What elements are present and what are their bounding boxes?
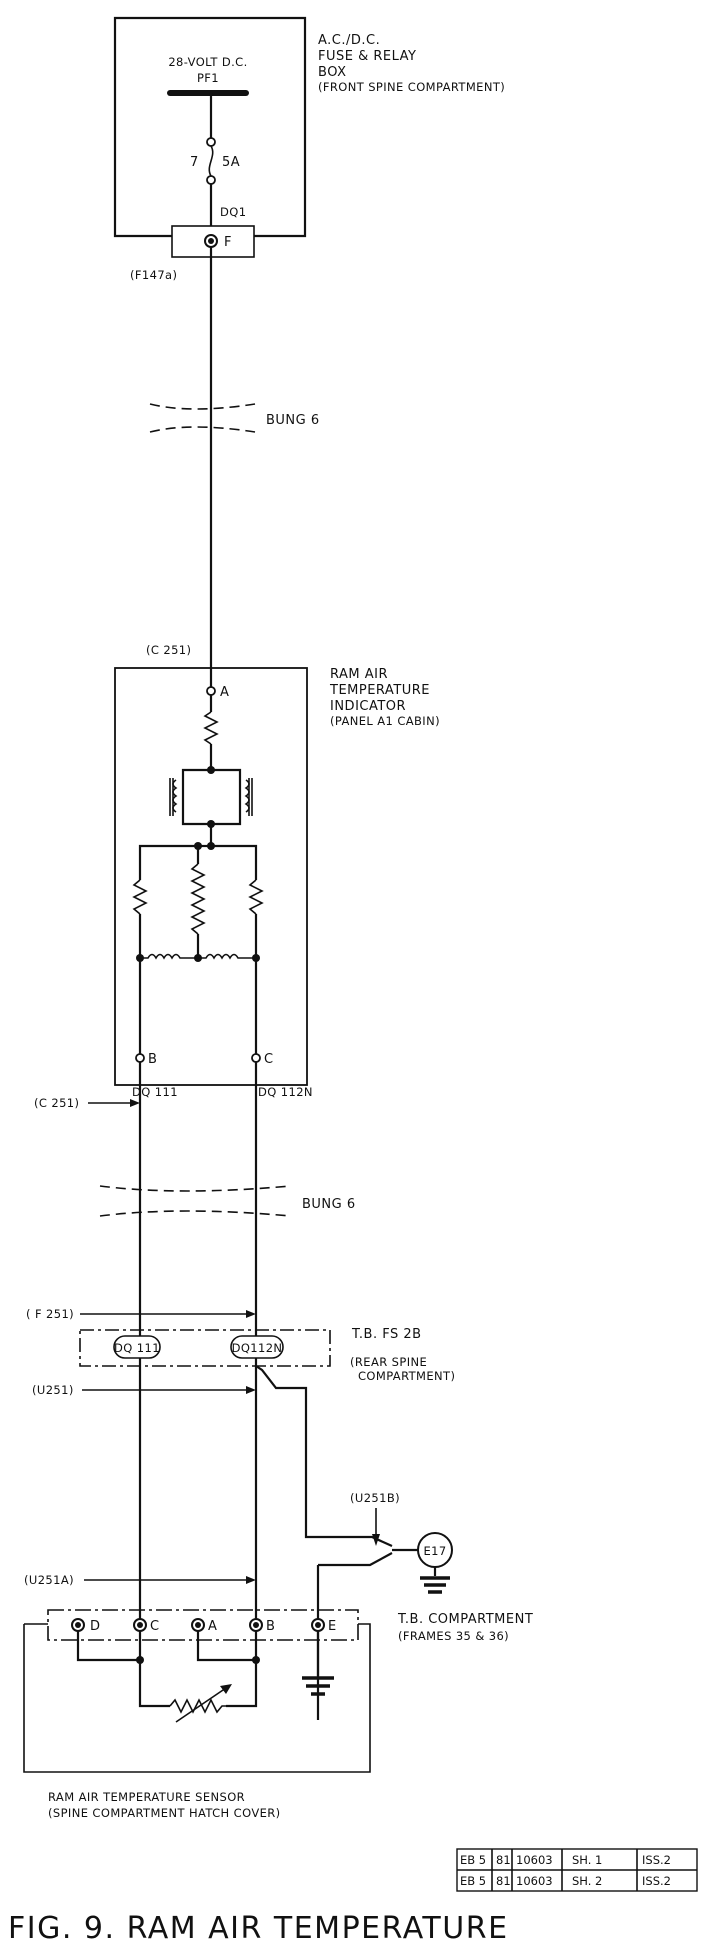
- fuse-symbol: [206, 137, 216, 185]
- indicator-title-1: RAM AIR: [330, 667, 388, 682]
- ref-r2-c5: ISS.2: [642, 1874, 671, 1888]
- sensing-element: [169, 1698, 226, 1714]
- fuse-box-title-1: A.C./D.C.: [318, 33, 380, 48]
- terminal-dq112n: [230, 1335, 284, 1359]
- u251-pointer: (U251): [32, 1383, 256, 1397]
- terminal-block-location-2: COMPARTMENT): [358, 1369, 455, 1383]
- reference-table: EB 5 81 10603 SH. 1 ISS.2 EB 5 81 10603 …: [456, 1848, 698, 1892]
- u251-label: (U251): [32, 1383, 74, 1397]
- wire-label-dq112n: DQ 112N: [258, 1085, 313, 1099]
- series-resistor: [203, 711, 219, 745]
- pin-a-label: A: [220, 685, 229, 700]
- indicator-location: (PANEL A1 CABIN): [330, 714, 440, 728]
- c251-lower-label: (C 251): [34, 1096, 79, 1110]
- fuse-rating: 5A: [222, 155, 240, 170]
- sensor-pin-e-label: E: [328, 1619, 336, 1634]
- pin-c-label: C: [264, 1052, 273, 1067]
- f251-label: ( F 251): [26, 1307, 74, 1321]
- busbar-label: PF1: [197, 71, 219, 85]
- u251b-label: (U251B): [350, 1491, 400, 1505]
- pin-f-label: F: [224, 235, 231, 250]
- pin-a: [206, 686, 216, 696]
- pin-c: [251, 1053, 261, 1063]
- ref-r1-c3: 10603: [516, 1853, 553, 1867]
- ratiometer-coils: [169, 768, 253, 826]
- wire-label-dq111: DQ 111: [132, 1085, 178, 1099]
- supply-label: 28-VOLT D.C.: [168, 55, 247, 69]
- ref-r1-c1: EB 5: [460, 1853, 486, 1867]
- sensor-pin-b-label: B: [266, 1619, 275, 1634]
- fuse-box-title-2: FUSE & RELAY: [318, 49, 416, 64]
- wire-label-dq1: DQ1: [220, 205, 246, 219]
- ram-air-temperature-sensor: D C A B E RAM AIR TEMPERATURE SENSOR (SP…: [23, 1609, 371, 1820]
- bung-top-label: BUNG 6: [266, 413, 320, 428]
- terminal-dq111-label: DQ 111: [114, 1341, 160, 1355]
- terminal-dq112n-label: DQ112N: [232, 1341, 283, 1355]
- ref-r1-c2: 81: [496, 1853, 511, 1867]
- indicator-title-2: TEMPERATURE: [329, 683, 430, 698]
- fuse-box-title-3: BOX: [318, 65, 347, 80]
- ref-r2-c2: 81: [496, 1874, 511, 1888]
- u251a-label: (U251A): [24, 1573, 74, 1587]
- earth-frames: (FRAMES 35 & 36): [398, 1629, 509, 1643]
- indicator-title-3: INDICATOR: [330, 699, 406, 714]
- sensor-pin-c-label: C: [150, 1619, 159, 1634]
- fuse-box-location: (FRONT SPINE COMPARTMENT): [318, 80, 505, 94]
- terminal-block-title: T.B. FS 2B: [351, 1327, 422, 1342]
- sensor-pin-a-label: A: [208, 1619, 217, 1634]
- u251a-pointer: (U251A): [24, 1573, 256, 1587]
- c251-pointer: (C 251): [34, 1096, 140, 1110]
- earth-wire-e17: (U251B) E17 T.B. COMPARTMENT (FRAMES 35 …: [255, 1365, 533, 1720]
- earth-title: T.B. COMPARTMENT: [397, 1612, 533, 1627]
- ref-r2-c4: SH. 2: [572, 1874, 602, 1888]
- sensor-pin-d-label: D: [90, 1619, 100, 1634]
- earth-point-label: E17: [423, 1544, 446, 1558]
- ref-r1-c5: ISS.2: [642, 1853, 671, 1867]
- pin-b-label: B: [148, 1052, 157, 1067]
- bung-top: BUNG 6: [149, 403, 320, 433]
- terminal-dq111: [113, 1335, 161, 1359]
- figure-title: FIG. 9. RAM AIR TEMPERATURE: [8, 1911, 509, 1946]
- sensor-location: (SPINE COMPARTMENT HATCH COVER): [48, 1806, 281, 1820]
- ref-r1-c4: SH. 1: [572, 1853, 602, 1867]
- bridge-network: [132, 844, 264, 1054]
- ref-r2-c1: EB 5: [460, 1874, 486, 1888]
- terminal-block-location-1: (REAR SPINE: [350, 1355, 427, 1369]
- ram-air-temperature-indicator: (C 251) RAM AIR TEMPERATURE INDICATOR (P…: [114, 643, 440, 1086]
- connector-f147a-label: (F147a): [130, 268, 177, 282]
- terminal-block-fs2b: DQ 111 DQ112N T.B. FS 2B (REAR SPINE COM…: [79, 1327, 455, 1383]
- ref-r2-c3: 10603: [516, 1874, 553, 1888]
- fuse-number: 7: [190, 155, 199, 170]
- bung-middle-label: BUNG 6: [302, 1197, 356, 1212]
- sensor-title: RAM AIR TEMPERATURE SENSOR: [48, 1790, 245, 1804]
- pin-b: [135, 1053, 145, 1063]
- bung-middle: BUNG 6: [99, 1185, 356, 1217]
- indicator-connector-label: (C 251): [146, 643, 191, 657]
- pin-f-inner: [208, 238, 214, 244]
- f251-pointer: ( F 251): [26, 1307, 256, 1321]
- fuse-relay-box: A.C./D.C. FUSE & RELAY BOX (FRONT SPINE …: [113, 16, 505, 282]
